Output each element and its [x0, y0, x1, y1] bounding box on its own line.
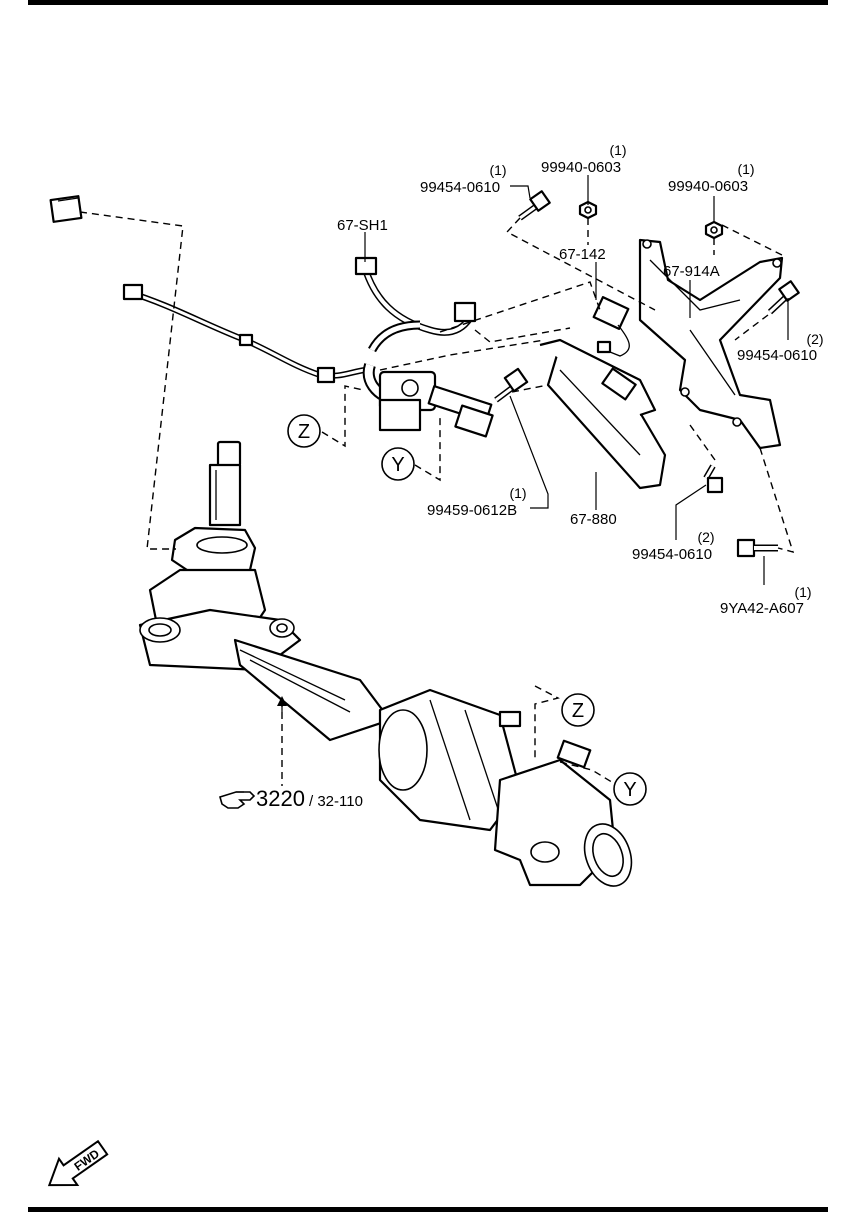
nut-99940-0603-right [704, 220, 724, 240]
label-67-880: 67-880 [570, 511, 617, 528]
group-reference[interactable]: 3220 / 32-110 [219, 786, 363, 811]
reference-group-number: 3220 [256, 786, 305, 811]
label-99459-0612b-code: 99459-0612B [427, 502, 517, 519]
label-99454-0610-right-qty: (2) [806, 331, 823, 347]
callout-z-right: Z [561, 693, 595, 727]
reference-page: / 32-110 [309, 793, 363, 810]
label-9ya42-a607-qty: (1) [794, 584, 811, 600]
label-99940-0603-right-code: 99940-0603 [668, 178, 748, 195]
svg-text:Y: Y [391, 454, 404, 476]
bolt-99454-0610-mid [703, 464, 724, 494]
callout-z-left: Z [287, 414, 321, 448]
bolt-99459-0612b [494, 367, 529, 403]
bolt-99454-0610-top [518, 190, 551, 221]
label-67-sh1: 67-SH1 [337, 217, 388, 234]
label-99940-0603-right-qty: (1) [737, 161, 754, 177]
svg-text:Y: Y [623, 779, 636, 801]
label-99454-0610-top-code: 99454-0610 [420, 179, 500, 196]
nut-99940-0603-left [578, 200, 598, 220]
bolt-99454-0610-right [767, 280, 800, 315]
label-99454-0610-mid-qty: (2) [697, 529, 714, 545]
label-99454-0610-mid-code: 99454-0610 [632, 546, 712, 563]
svg-text:Z: Z [572, 700, 584, 722]
label-99940-0603-left-code: 99940-0603 [541, 159, 621, 176]
label-99940-0603-left-qty: (1) [609, 142, 626, 158]
label-9ya42-a607-code: 9YA42-A607 [720, 600, 804, 617]
bolt-9ya42-a607 [736, 538, 778, 558]
part-labels: (1) 99454-0610 (1) 99940-0603 (1) 99940-… [337, 142, 824, 617]
callout-y-right: Y [613, 772, 647, 806]
label-99454-0610-top-qty: (1) [489, 162, 506, 178]
top-rule [28, 0, 828, 5]
label-99454-0610-right-code: 99454-0610 [737, 347, 817, 364]
svg-text:Z: Z [298, 421, 310, 443]
label-99459-0612b-qty: (1) [509, 485, 526, 501]
leader-lines [277, 175, 789, 712]
label-67-914a: 67-914A [663, 263, 720, 280]
control-module-67-880 [539, 338, 667, 490]
wiring-harness [43, 195, 366, 384]
pointing-hand-icon [219, 791, 256, 809]
callout-circles: Z Y Z Y [287, 414, 647, 806]
bracket-67-914a [638, 238, 784, 450]
label-67-142: 67-142 [559, 246, 606, 263]
bottom-rule [28, 1207, 828, 1212]
callout-y-left: Y [381, 447, 415, 481]
harness-67-sh1 [354, 256, 494, 438]
phantom-lines [79, 211, 795, 786]
steering-gear-assembly [138, 440, 633, 887]
fwd-arrow-icon: FWD [47, 1139, 109, 1187]
